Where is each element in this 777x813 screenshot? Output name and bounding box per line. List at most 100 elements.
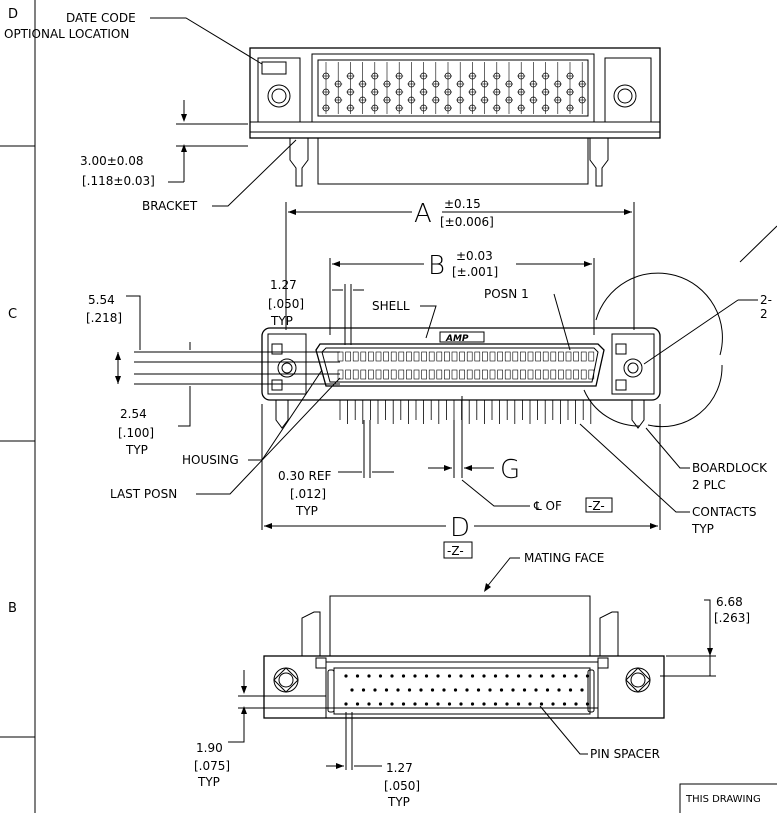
contact-cell bbox=[352, 369, 359, 380]
label-dim-1-90-typ: TYP bbox=[197, 775, 220, 789]
title-block bbox=[679, 783, 777, 813]
contact-cell bbox=[558, 369, 564, 380]
bottom-pin bbox=[574, 674, 578, 678]
bottom-pin bbox=[378, 702, 383, 706]
bottom-pin bbox=[447, 674, 452, 678]
contact-cell bbox=[474, 369, 481, 380]
top-view bbox=[249, 47, 661, 187]
bottom-pin bbox=[562, 702, 567, 706]
contact-cell bbox=[489, 351, 496, 362]
contact-cell bbox=[398, 351, 405, 362]
contact-cell bbox=[542, 351, 549, 362]
contact-cell bbox=[459, 351, 465, 362]
bottom-pin bbox=[390, 674, 394, 678]
bottom-pin bbox=[522, 688, 527, 692]
connector-front-view bbox=[261, 327, 661, 429]
bottom-pin bbox=[585, 674, 590, 678]
bottom-pin bbox=[493, 674, 498, 678]
label-dim-0-30-in: [.012] bbox=[290, 487, 326, 501]
contact-cell bbox=[580, 351, 587, 362]
contact-cell bbox=[421, 351, 427, 362]
label-optional-location: OPTIONAL LOCATION bbox=[4, 27, 129, 41]
bottom-pin bbox=[390, 702, 394, 706]
contact-cell bbox=[337, 369, 344, 380]
label-dim-a: A bbox=[414, 199, 432, 229]
contact-cell bbox=[345, 369, 351, 380]
label-dim-5-54-in: [.218] bbox=[86, 311, 122, 325]
label-dim-1-27-b: 1.27 bbox=[386, 761, 413, 775]
label-date-code: DATE CODE bbox=[66, 11, 136, 25]
dim-d bbox=[261, 404, 661, 530]
contact-cell bbox=[368, 369, 374, 380]
contact-cell bbox=[565, 351, 572, 362]
dim-6-68 bbox=[660, 599, 716, 677]
contact-cell bbox=[535, 369, 541, 380]
dim-g bbox=[428, 396, 494, 478]
contact-cell bbox=[436, 351, 443, 362]
contact-cell bbox=[406, 351, 412, 362]
bottom-pin bbox=[436, 702, 440, 706]
label-dim-1-27-b-in: [.050] bbox=[384, 779, 420, 793]
contact-cell bbox=[588, 369, 595, 380]
bottom-pin bbox=[470, 702, 475, 706]
contact-cell bbox=[421, 369, 427, 380]
contact-cell bbox=[428, 369, 435, 380]
bottom-pin bbox=[534, 688, 538, 692]
label-dim-6-68: 6.68 bbox=[716, 595, 743, 609]
contact-cell bbox=[466, 369, 473, 380]
contact-cell bbox=[520, 369, 526, 380]
bottom-pin bbox=[499, 688, 504, 692]
bottom-pin bbox=[585, 702, 590, 706]
bottom-pin bbox=[413, 702, 417, 706]
contact-cell bbox=[466, 351, 473, 362]
bottom-pin bbox=[528, 674, 532, 678]
bottom-pin bbox=[545, 688, 550, 692]
bottom-view bbox=[263, 595, 665, 719]
bottom-pin bbox=[373, 688, 377, 692]
label-dim-b-tol-in: [±.001] bbox=[452, 265, 498, 279]
bottom-pin bbox=[436, 674, 440, 678]
dim-2-54 bbox=[178, 386, 191, 427]
label-shell: SHELL bbox=[372, 299, 410, 313]
contact-cell bbox=[527, 369, 534, 380]
contact-cell bbox=[565, 369, 572, 380]
zone-d: D bbox=[8, 7, 18, 22]
bottom-pin bbox=[516, 702, 521, 706]
contact-cell bbox=[580, 369, 587, 380]
contact-cell bbox=[512, 369, 519, 380]
contact-cell bbox=[497, 369, 503, 380]
bottom-pin bbox=[344, 674, 348, 678]
bottom-pin bbox=[424, 674, 429, 678]
contact-cell bbox=[337, 351, 344, 362]
label-dim-g: G bbox=[500, 455, 520, 485]
contact-cell bbox=[497, 351, 503, 362]
bottom-pin bbox=[505, 702, 509, 706]
bottom-pin bbox=[482, 702, 486, 706]
contact-cell bbox=[451, 369, 458, 380]
contact-cell bbox=[542, 369, 549, 380]
contact-cell bbox=[375, 351, 382, 362]
dim-3-00 bbox=[168, 100, 248, 183]
bottom-pin bbox=[551, 674, 555, 678]
label-dim-6-68-in: [.263] bbox=[714, 611, 750, 625]
contact-cell bbox=[428, 351, 435, 362]
contact-cell bbox=[489, 369, 496, 380]
contact-cell bbox=[345, 351, 351, 362]
label-dim-3-00: 3.00±0.08 bbox=[80, 154, 144, 168]
contact-cell bbox=[383, 351, 389, 362]
bottom-pin bbox=[470, 674, 475, 678]
contact-cell bbox=[406, 369, 412, 380]
bottom-pin bbox=[476, 688, 481, 692]
label-callout-2a: 2- bbox=[760, 293, 772, 307]
contact-cell bbox=[413, 369, 420, 380]
bottom-pin bbox=[505, 674, 509, 678]
contact-cell bbox=[482, 351, 488, 362]
label-dim-0-30: 0.30 REF bbox=[278, 469, 331, 483]
bottom-pin bbox=[344, 702, 348, 706]
contact-cell bbox=[368, 351, 374, 362]
bottom-pin bbox=[568, 688, 573, 692]
label-amp-logo: AMP bbox=[445, 334, 469, 344]
bottom-pin bbox=[355, 702, 360, 706]
label-contacts: CONTACTS bbox=[692, 505, 757, 519]
